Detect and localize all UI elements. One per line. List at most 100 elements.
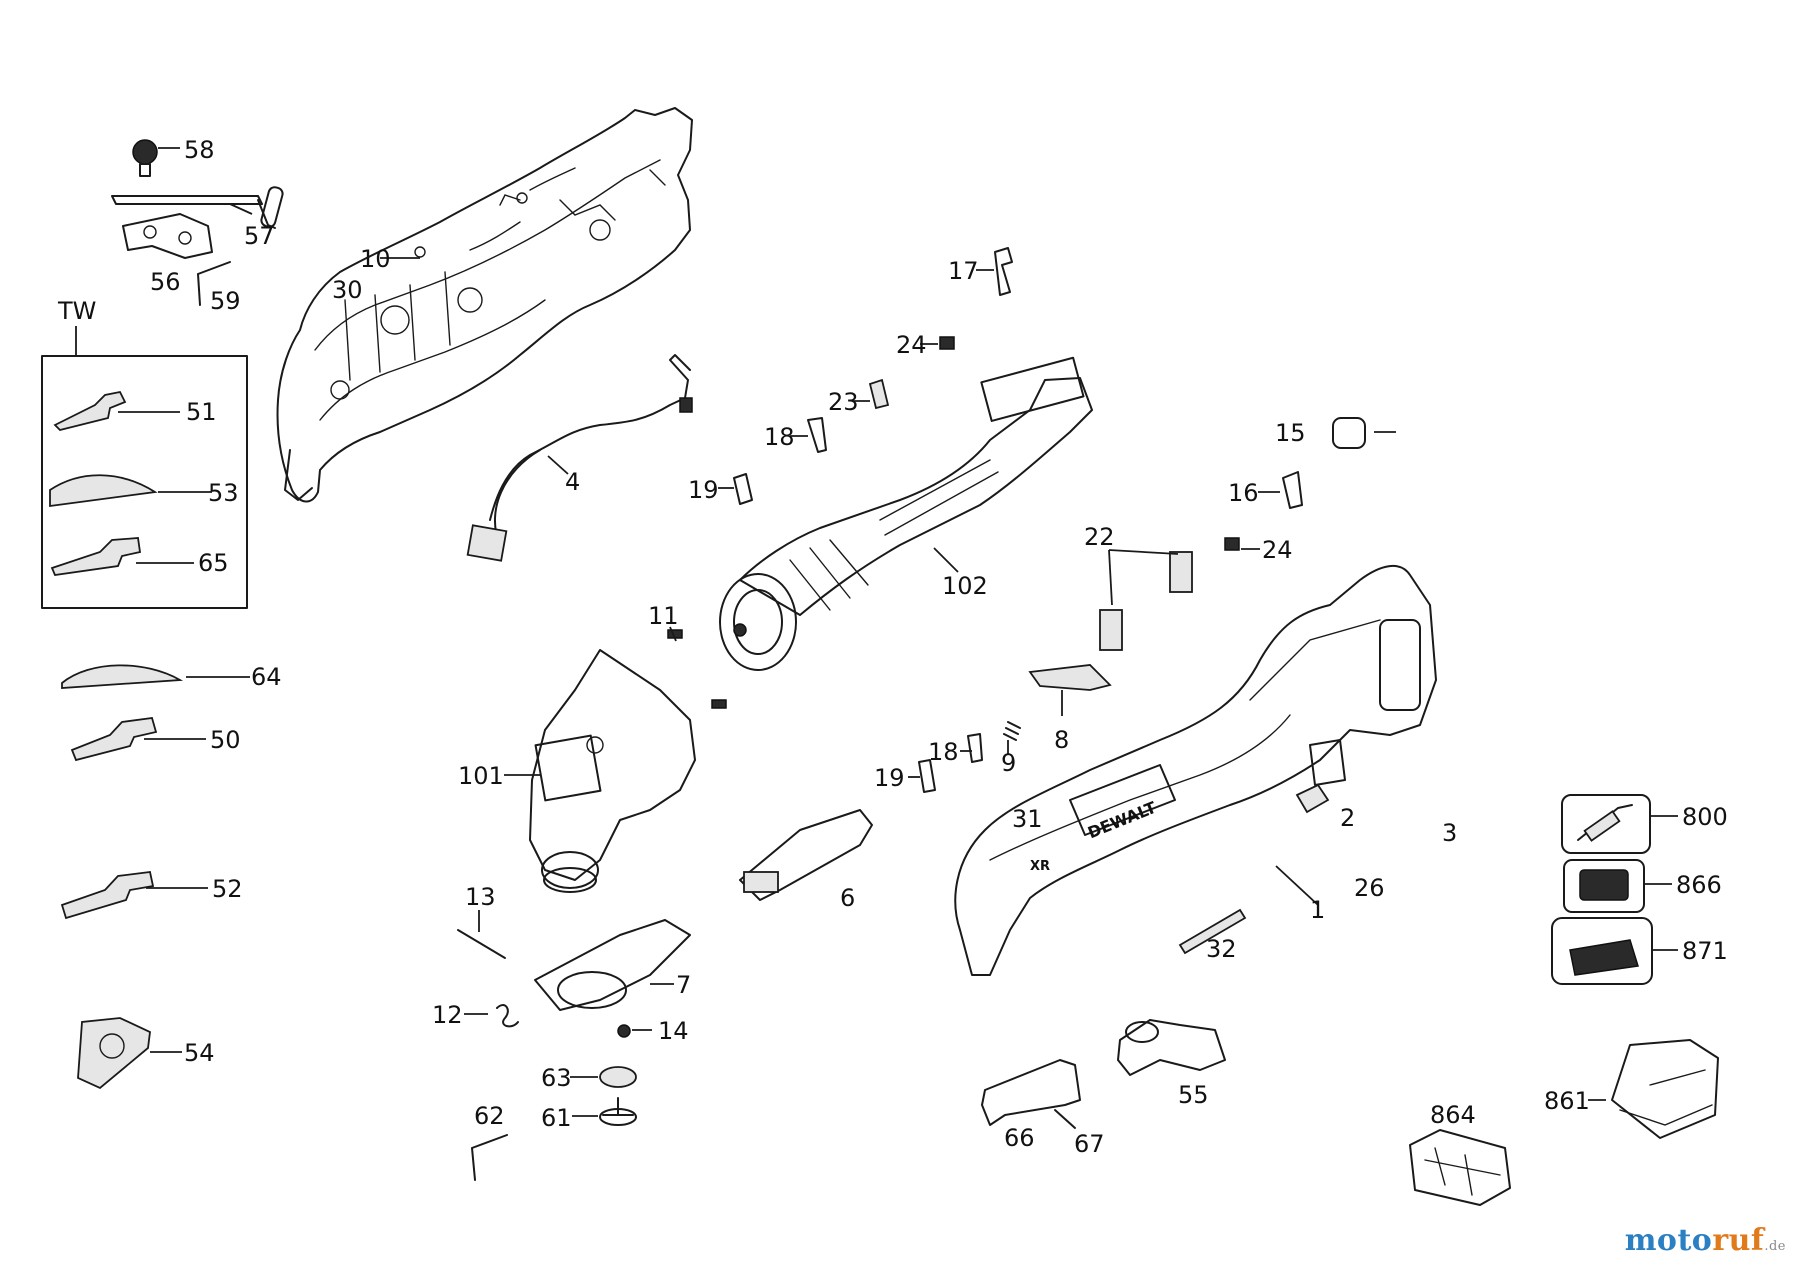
nut-14 [617, 1024, 631, 1038]
sanding-pad-54 [77, 1017, 151, 1090]
label-1: 1 [1310, 896, 1325, 924]
label-56: 56 [150, 268, 181, 296]
label-2: 2 [1340, 804, 1355, 832]
label-57: 57 [244, 222, 275, 250]
brand-xr: XR [1030, 859, 1050, 874]
clip-24b [1224, 537, 1240, 551]
clip-18b [967, 733, 983, 763]
part-labels: 58 57 56 59 10 30 TW 51 53 65 64 50 52 5… [57, 136, 1728, 1158]
label-19b: 19 [874, 764, 905, 792]
label-10: 10 [360, 245, 391, 273]
label-18a: 18 [764, 423, 795, 451]
clamp-bracket-56 [122, 213, 213, 259]
cap-15 [1332, 417, 1366, 449]
gear-housing-101 [529, 649, 696, 893]
label-26: 26 [1354, 874, 1385, 902]
label-24b: 24 [1262, 536, 1293, 564]
label-861: 861 [1544, 1087, 1590, 1115]
case-insert-864 [1409, 1129, 1511, 1206]
label-52: 52 [212, 875, 243, 903]
watermark-part2: ruf [1712, 1223, 1765, 1258]
blade-53 [49, 474, 158, 508]
label-19a: 19 [688, 476, 719, 504]
watermark-suffix: .de [1764, 1239, 1786, 1254]
label-62: 62 [474, 1102, 505, 1130]
case-861 [1611, 1039, 1719, 1139]
bolt-13 [457, 929, 506, 959]
pad-2 [1295, 783, 1330, 814]
label-871: 871 [1682, 937, 1728, 965]
leader-lines [118, 147, 1678, 1117]
clamp-knob-58 [132, 139, 158, 177]
label-61: 61 [541, 1104, 572, 1132]
watermark: motoruf.de [1625, 1223, 1786, 1258]
label-31: 31 [1012, 805, 1043, 833]
label-53: 53 [208, 479, 239, 507]
brand-dewalt: DEWALT [1085, 798, 1159, 843]
label-102: 102 [942, 572, 988, 600]
plate-32 [1178, 908, 1247, 955]
hex-key-59 [197, 261, 231, 306]
washer-63 [599, 1066, 637, 1088]
screw-11b [711, 699, 727, 709]
label-866: 866 [1676, 871, 1722, 899]
housing-half [276, 107, 693, 503]
label-17: 17 [948, 257, 979, 285]
label-13: 13 [465, 883, 496, 911]
pad-23 [868, 378, 890, 410]
spring-9 [1003, 721, 1021, 741]
label-58: 58 [184, 136, 215, 164]
label-63: 63 [541, 1064, 572, 1092]
clip-16 [1282, 471, 1303, 509]
screw-67 [1054, 1109, 1076, 1129]
label-59: 59 [210, 287, 241, 315]
motor-assembly-102 [719, 356, 1093, 671]
clip-19a [733, 473, 753, 505]
pad-22a [1099, 609, 1123, 651]
wire-harness-4 [466, 354, 693, 562]
kit-866-frame [1563, 859, 1645, 913]
clip-19b [918, 759, 936, 793]
label-54: 54 [184, 1039, 215, 1067]
label-65: 65 [198, 549, 229, 577]
label-864: 864 [1430, 1101, 1476, 1129]
label-3: 3 [1442, 819, 1457, 847]
tw-accessory-box [41, 326, 248, 609]
label-800: 800 [1682, 803, 1728, 831]
label-11: 11 [648, 602, 679, 630]
spring-12 [496, 1004, 519, 1028]
label-15: 15 [1275, 419, 1306, 447]
clip-24a [939, 336, 955, 350]
screw-61 [602, 1097, 634, 1116]
main-tool-body-1: DEWALT XR [954, 565, 1437, 976]
blade-51 [53, 390, 127, 431]
label-32: 32 [1206, 935, 1237, 963]
label-50: 50 [210, 726, 241, 754]
label-23: 23 [828, 388, 859, 416]
label-30: 30 [332, 276, 363, 304]
label-67: 67 [1074, 1130, 1105, 1158]
label-tw: TW [57, 297, 96, 325]
clamp-lever-57 [111, 186, 284, 229]
label-18b: 18 [928, 738, 959, 766]
label-6: 6 [840, 884, 855, 912]
label-12: 12 [432, 1001, 463, 1029]
kit-871-frame [1551, 917, 1653, 985]
clip-17 [994, 247, 1013, 296]
label-66: 66 [1004, 1124, 1035, 1152]
base-plate-6 [739, 809, 873, 901]
switch-plate [1309, 739, 1346, 786]
label-9: 9 [1001, 749, 1016, 777]
label-7: 7 [676, 971, 691, 999]
adapter-66 [981, 1059, 1081, 1126]
dust-port-55 [1117, 1019, 1226, 1076]
pad-22b [1169, 551, 1193, 593]
label-22: 22 [1084, 523, 1115, 551]
label-16: 16 [1228, 479, 1259, 507]
label-4: 4 [565, 468, 580, 496]
label-101: 101 [458, 762, 504, 790]
blade-50 [70, 717, 158, 762]
button-8 [1028, 664, 1112, 691]
blade-64 [61, 664, 184, 689]
